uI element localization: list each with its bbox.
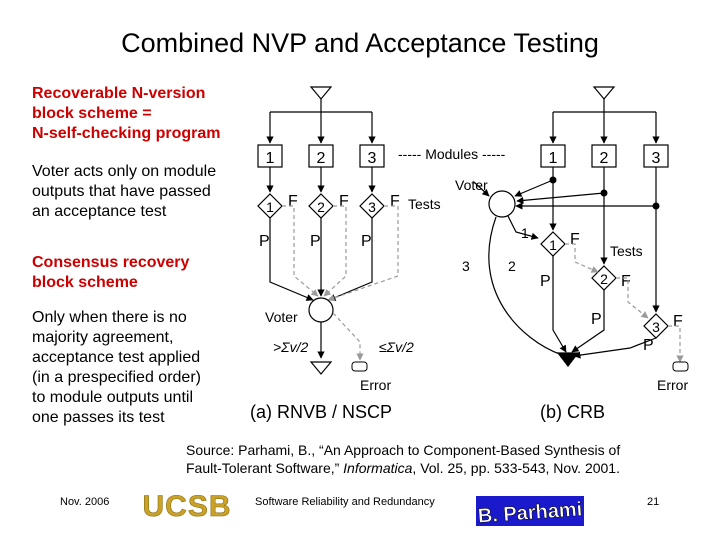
error-label-b: Error [657, 377, 688, 393]
module-label-b1: 1 [549, 150, 558, 167]
consensus-note: Only when there is no majority agreement… [32, 309, 201, 426]
caption-a: (a) RNVB / NSCP [250, 402, 392, 422]
consensus-heading: Consensus recovery block scheme [32, 254, 190, 291]
fail-label-a3: F [390, 193, 400, 210]
fail-label-b3: F [673, 313, 683, 330]
error-output-a [351, 361, 368, 372]
author-signature: B. Parhami [476, 496, 584, 528]
test-label-a2: 2 [317, 199, 325, 215]
fail-label-b1: F [570, 231, 580, 248]
voter-circle-b [488, 190, 516, 218]
pass-label-b1: P [540, 273, 551, 290]
fail-label-a2: F [339, 193, 349, 210]
test-label-b2: 2 [600, 271, 608, 287]
input-triangle-a [309, 86, 333, 100]
test-label-a3: 3 [368, 199, 376, 215]
pass-label-b2: P [591, 311, 602, 328]
fail-label-b2: F [621, 273, 631, 290]
tests-label-shared: Tests [408, 196, 441, 212]
module-label-b2: 2 [600, 150, 609, 167]
definition-text: Recoverable N-version block scheme = N-s… [32, 85, 221, 142]
output-triangle-a [309, 361, 333, 375]
path-label-b3: 3 [462, 258, 470, 274]
voter-label-a: Voter [265, 309, 298, 325]
caption-b: (b) CRB [540, 402, 605, 422]
pass-label-a1: P [259, 233, 270, 250]
path-label-b1: 1 [521, 225, 529, 241]
module-label-a3: 3 [368, 150, 377, 167]
source-citation: Source: Parhami, B., “An Approach to Com… [186, 442, 621, 476]
test-label-a1: 1 [266, 199, 274, 215]
footer-date: Nov. 2006 [60, 496, 110, 508]
voter-circle-a [308, 297, 334, 323]
error-label-a: Error [360, 377, 391, 393]
pass-label-a2: P [310, 233, 321, 250]
diagram-a: 1 2 3 1 2 3 F F F P P P Voter >Σv/2 ≤Σv/… [250, 86, 414, 422]
output-triangle-b [556, 352, 580, 367]
voter-note: Voter acts only on module outputs that h… [32, 163, 217, 220]
majority-condition-a: >Σv/2 [273, 339, 308, 355]
pass-label-a3: P [361, 233, 372, 250]
page-number: 21 [647, 496, 660, 508]
module-label-b3: 3 [652, 150, 661, 167]
tests-label-b: Tests [610, 243, 643, 259]
no-majority-condition-a: ≤Σv/2 [379, 339, 414, 355]
diagram-b: 1 2 3 1 2 3 1 2 3 Tests F F F [462, 86, 689, 422]
path-label-b2: 2 [508, 258, 516, 274]
slide-title: Combined NVP and Acceptance Testing [121, 28, 599, 58]
pass-label-b3: P [643, 337, 654, 354]
test-label-b3: 3 [652, 319, 660, 335]
module-label-a1: 1 [266, 150, 275, 167]
test-label-b1: 1 [549, 237, 557, 253]
ucsb-logo: UCSB [142, 490, 231, 524]
modules-label: ----- Modules ----- [398, 146, 506, 162]
error-output-b [672, 361, 689, 372]
ucsb-logo-text: UCSB [142, 490, 231, 523]
input-triangle-b [592, 86, 616, 100]
footer-course: Software Reliability and Redundancy [255, 496, 435, 508]
voter-label-shared: Voter [455, 177, 488, 193]
module-label-a2: 2 [317, 150, 326, 167]
fail-label-a1: F [288, 193, 298, 210]
